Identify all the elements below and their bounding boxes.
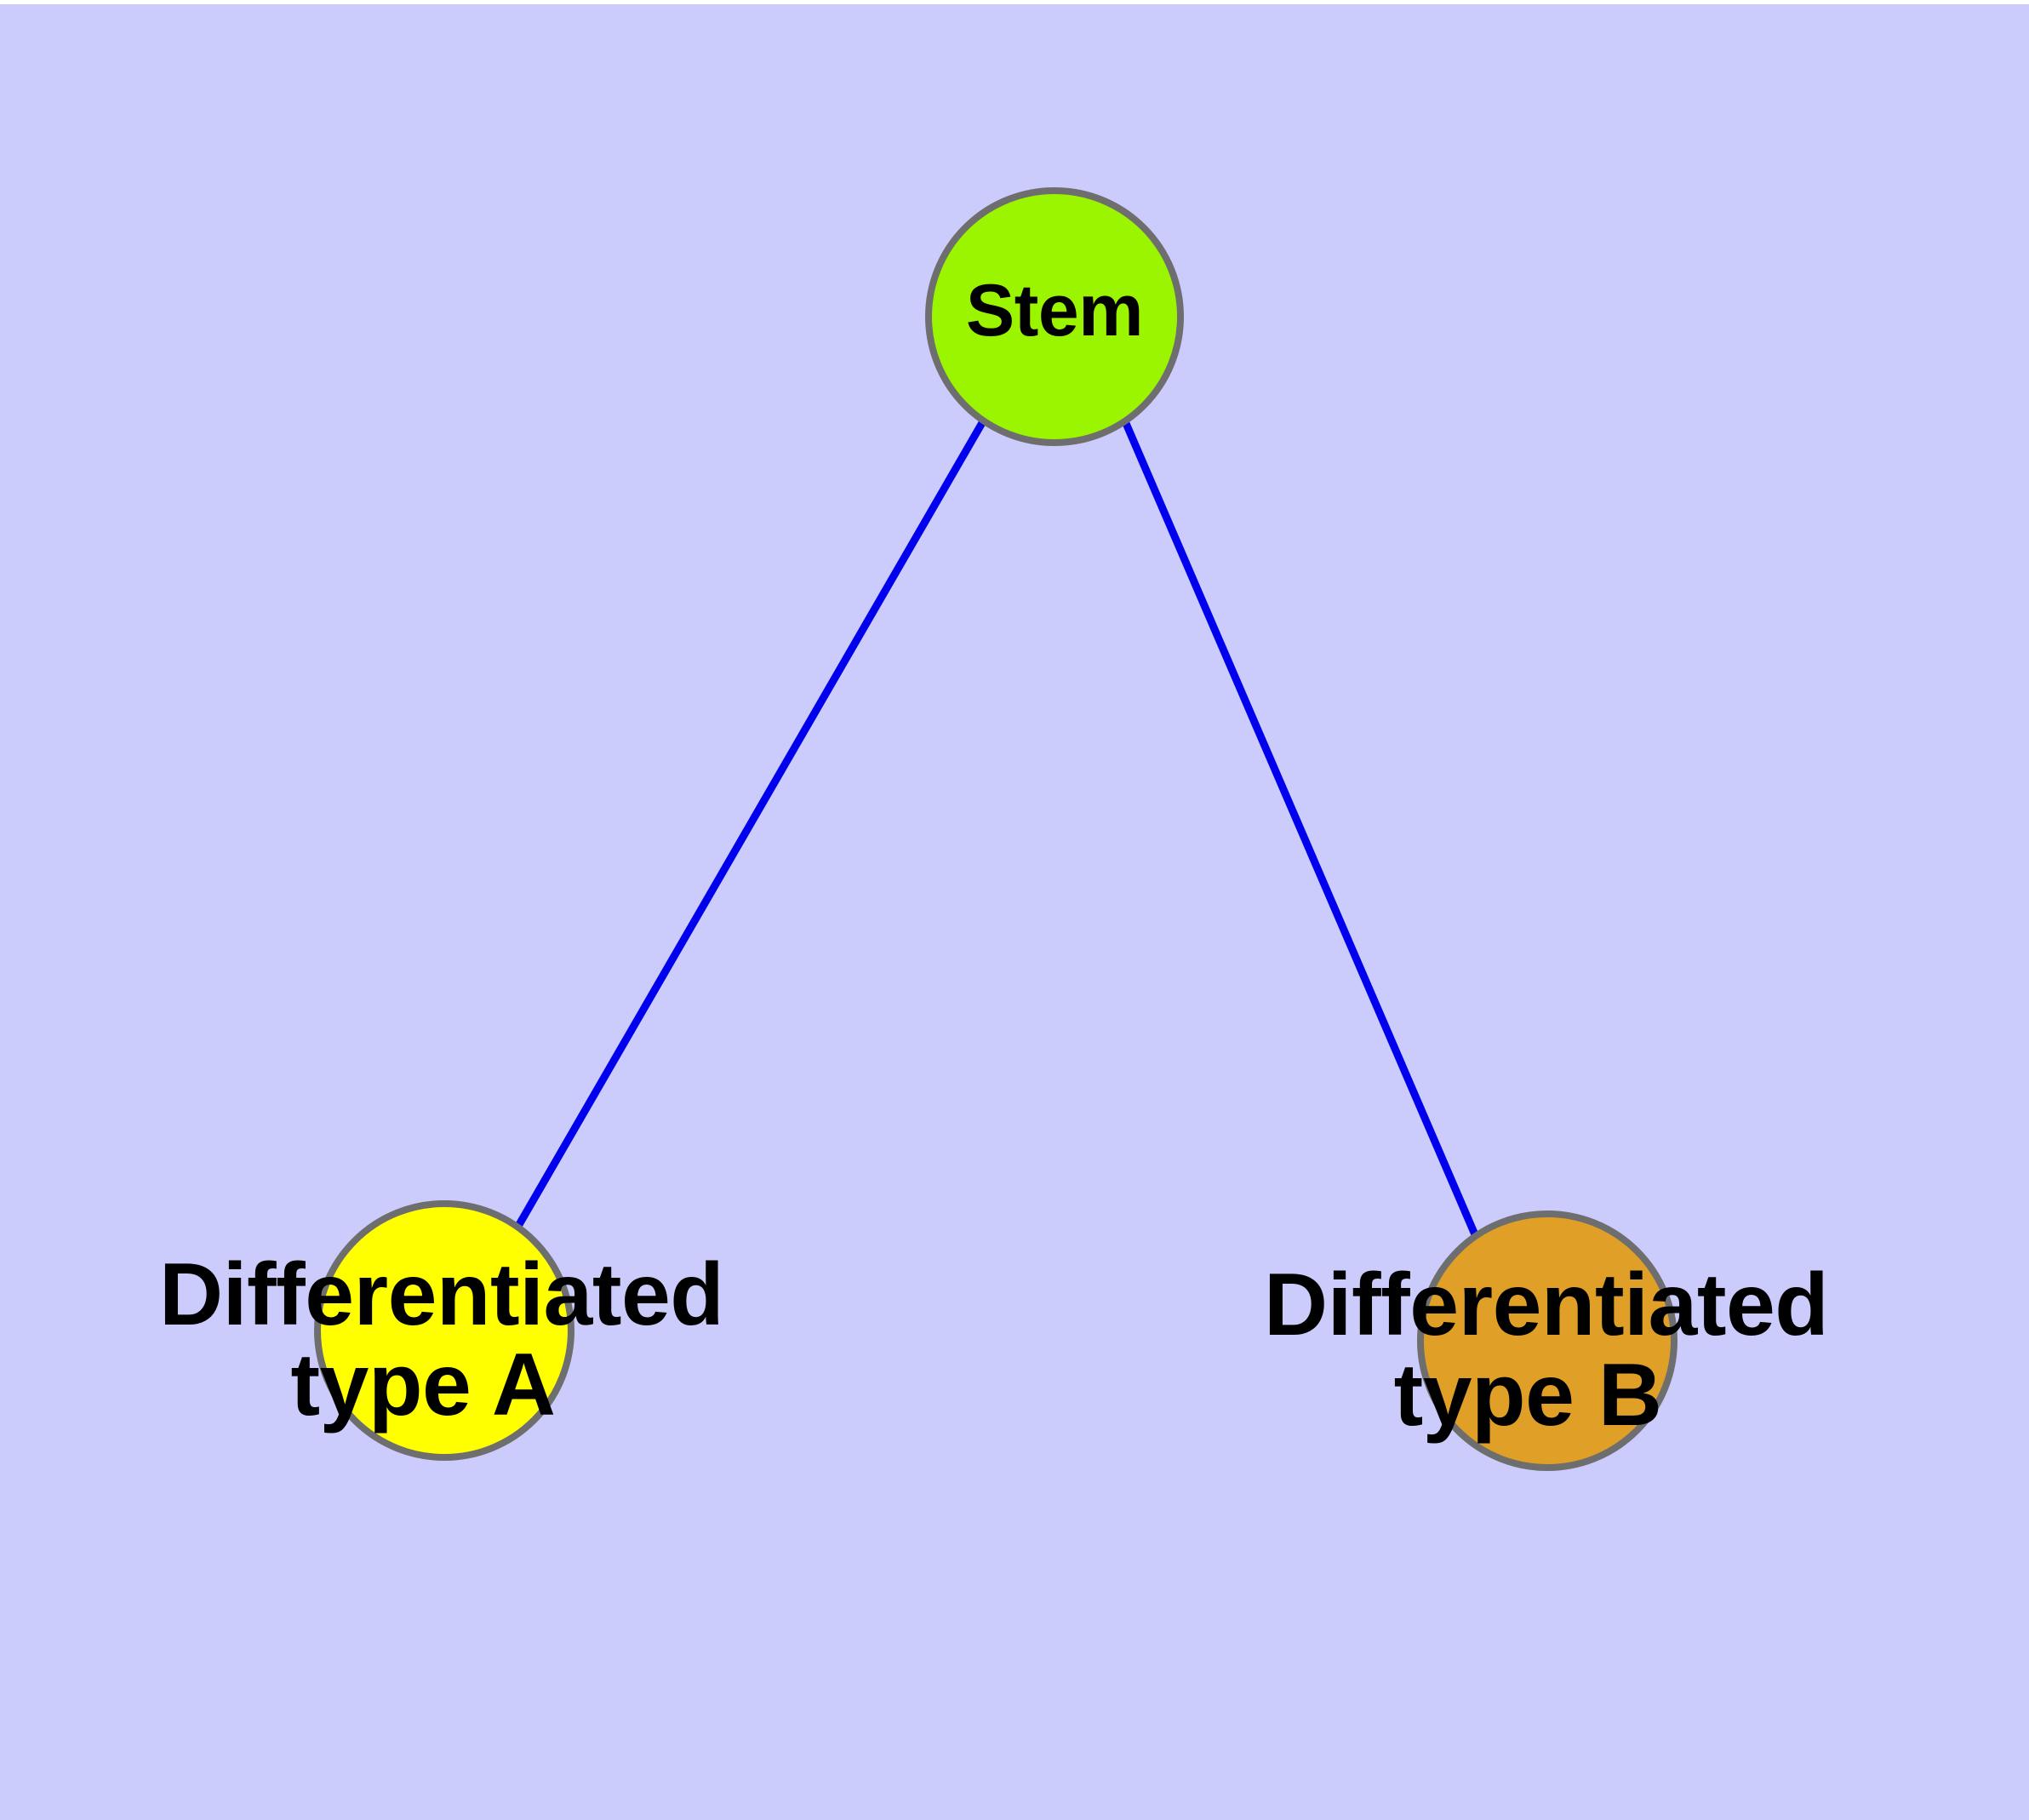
edge-stem-to-differentiated-type-b bbox=[1121, 420, 1481, 1240]
edge-stem-to-differentiated-type-a bbox=[514, 419, 986, 1230]
node-stem[interactable] bbox=[925, 187, 1184, 446]
edge-layer bbox=[514, 419, 1481, 1240]
node-differentiated-type-a[interactable] bbox=[314, 1200, 574, 1461]
node-differentiated-type-b[interactable] bbox=[1417, 1210, 1677, 1471]
node-layer bbox=[314, 187, 1677, 1471]
